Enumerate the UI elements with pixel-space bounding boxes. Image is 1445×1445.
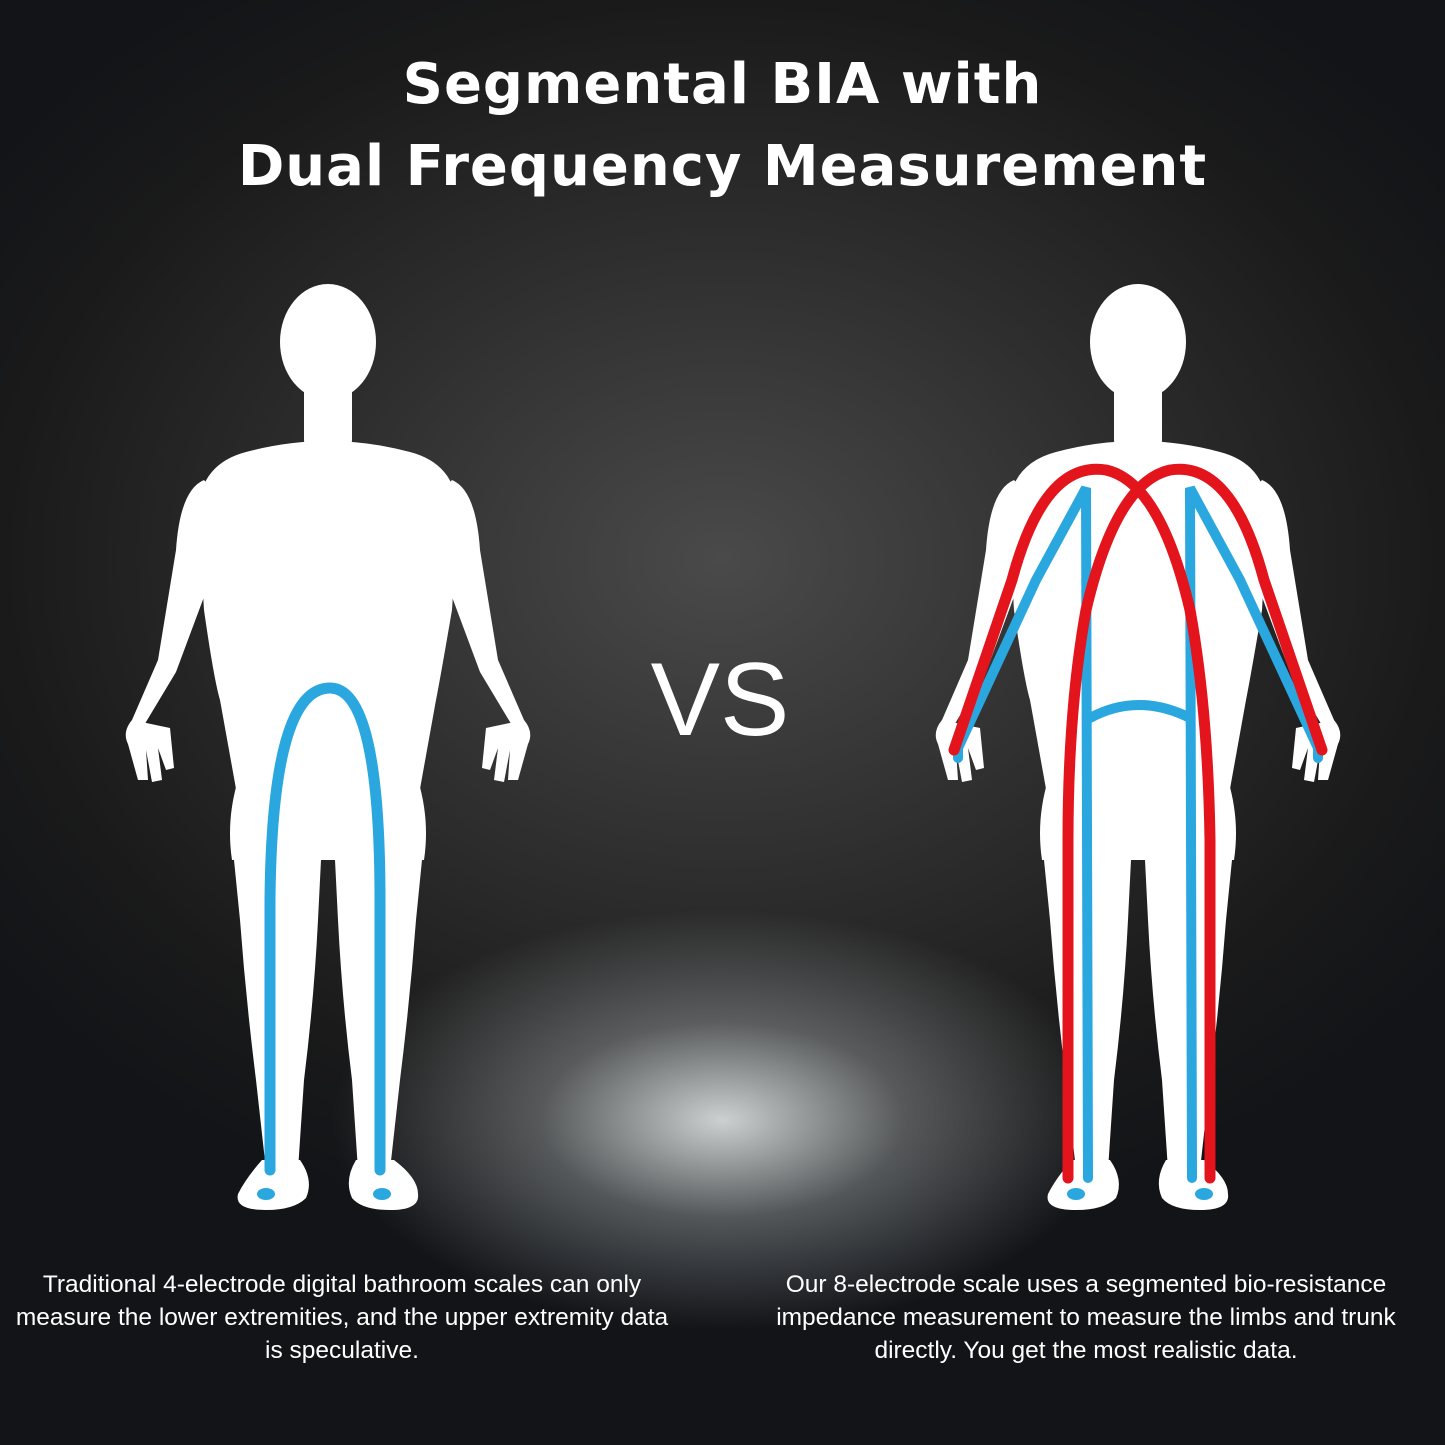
body-silhouette: [935, 284, 1341, 1210]
electrode-foot-right: [373, 1188, 391, 1200]
arm-left: [132, 480, 222, 732]
current-path-red: [948, 463, 1328, 1184]
title-line-1: Segmental BIA with: [402, 52, 1043, 117]
right-body-svg: [935, 284, 1341, 1210]
right-body-figure: [928, 280, 1348, 1220]
electrode-foot-left: [1067, 1188, 1085, 1200]
body-silhouette: [125, 284, 531, 1210]
current-path-blue: [264, 682, 386, 1176]
neck: [1114, 380, 1162, 450]
arm-right: [1244, 480, 1334, 732]
right-caption: Our 8-electrode scale uses a segmented b…: [776, 1271, 1396, 1364]
title-line-2: Dual Frequency Measurement: [237, 134, 1208, 199]
head: [280, 284, 376, 400]
vs-label: VS: [650, 642, 790, 758]
electrode-foot-right: [1195, 1188, 1213, 1200]
leg-left: [232, 840, 322, 1170]
hand-right: [482, 720, 531, 782]
arm-right: [434, 480, 524, 732]
page-title: Segmental BIA with Dual Frequency Measur…: [0, 44, 1445, 208]
left-caption: Traditional 4-electrode digital bathroom…: [15, 1271, 669, 1364]
electrodes: [1067, 1188, 1213, 1200]
arm-left: [942, 480, 1032, 732]
head: [1090, 284, 1186, 400]
torso: [198, 441, 458, 800]
left-body-svg: [125, 284, 531, 1210]
electrode-foot-left: [257, 1188, 275, 1200]
left-body-figure: [118, 280, 538, 1220]
foot-left: [237, 1160, 309, 1210]
hand-left: [125, 720, 174, 782]
neck: [304, 380, 352, 450]
foot-right: [348, 1160, 419, 1210]
foot-electrodes: [257, 1188, 391, 1200]
